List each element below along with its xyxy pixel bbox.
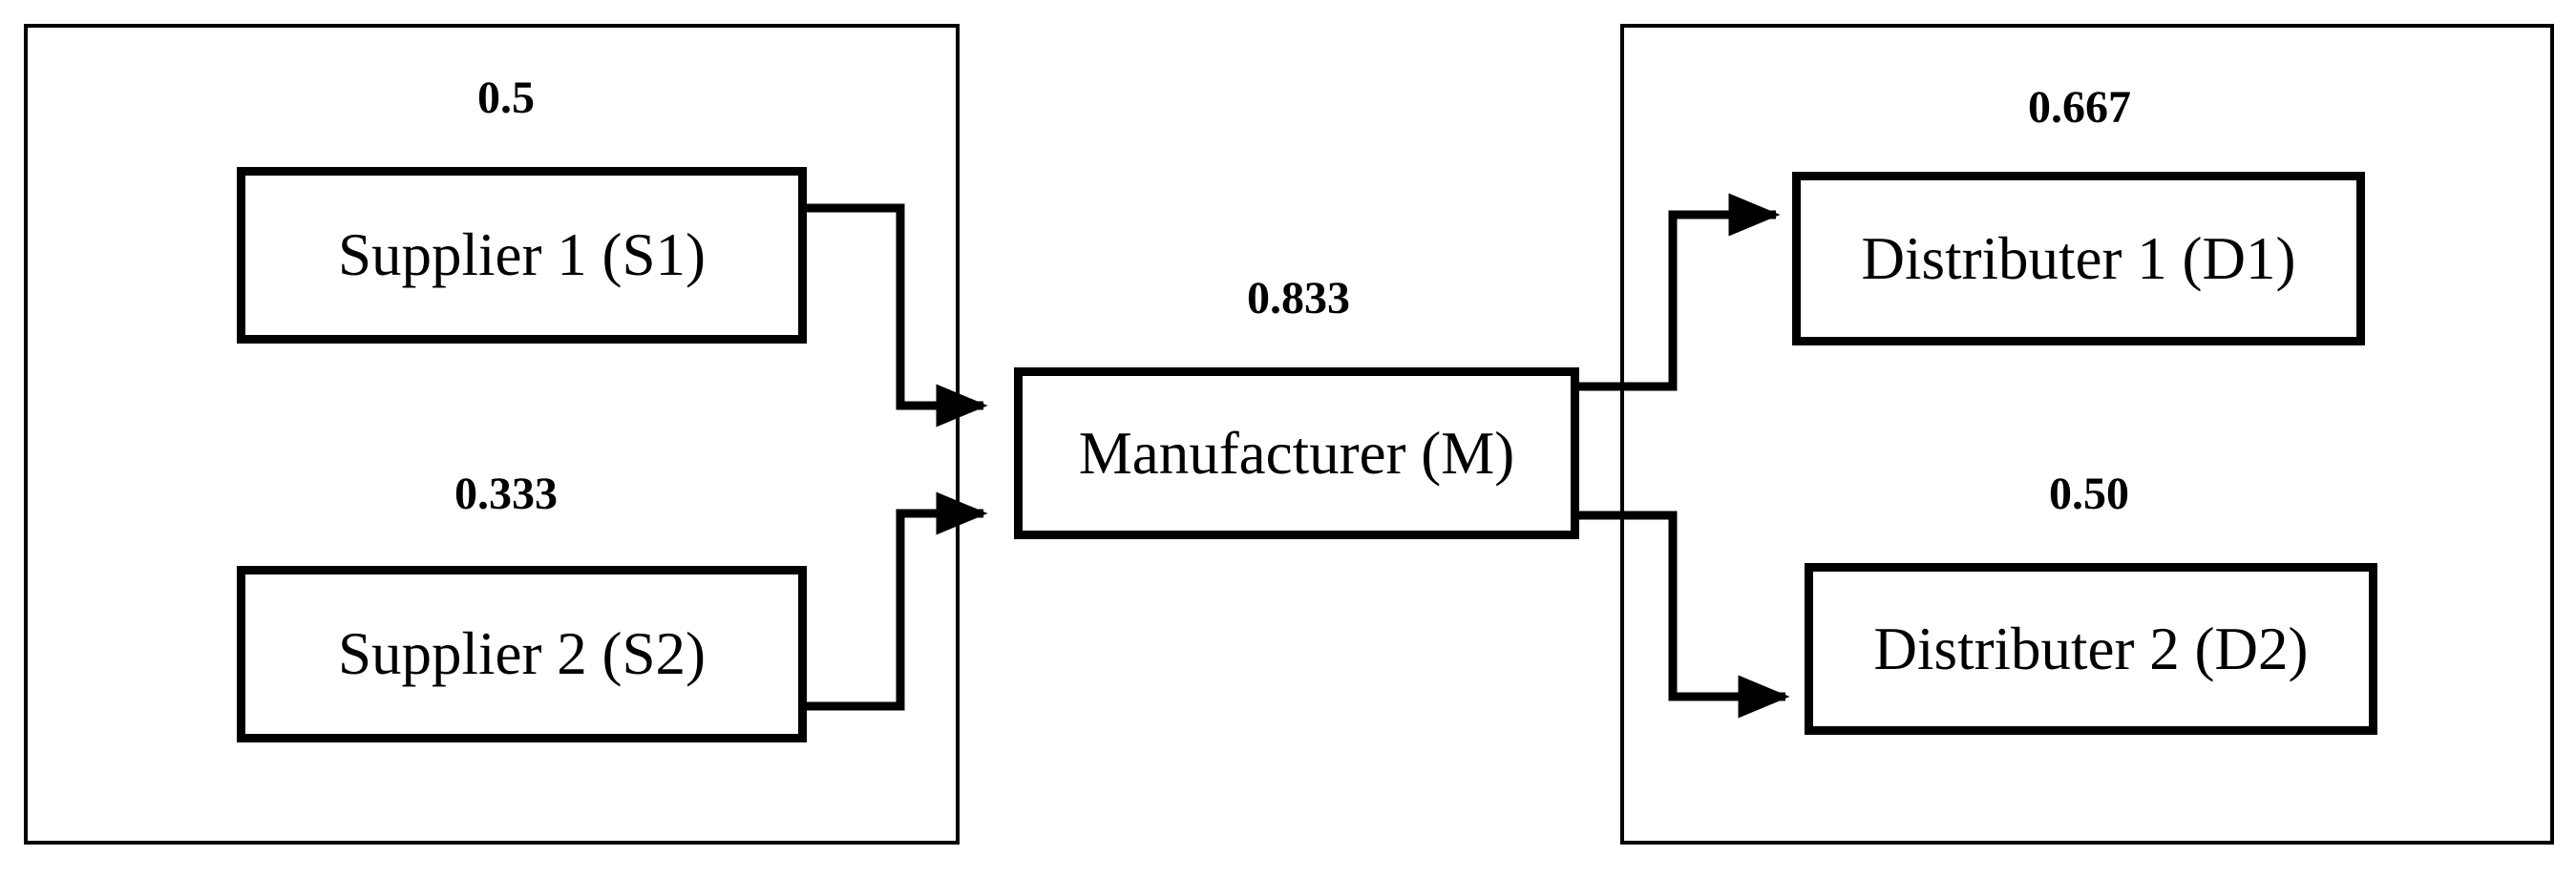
supplier2-weight: 0.333 (454, 469, 558, 519)
supplier1-weight: 0.5 (477, 73, 535, 123)
edge-m-to-d1 (1575, 193, 1781, 391)
supplier1-label: Supplier 1 (S1) (338, 221, 706, 288)
manufacturer-node: Manufacturer (M) (1014, 367, 1579, 539)
distributer1-label: Distributer 1 (D1) (1861, 224, 2296, 292)
distributer1-node: Distributer 1 (D1) (1792, 172, 2365, 345)
distributer1-weight: 0.667 (2028, 82, 2131, 133)
edge-s1-to-m (805, 203, 988, 428)
manufacturer-weight: 0.833 (1247, 273, 1350, 324)
edge-m-to-d2 (1575, 511, 1790, 719)
supplier1-node: Supplier 1 (S1) (237, 167, 807, 344)
manufacturer-label: Manufacturer (M) (1078, 419, 1515, 487)
edge-s2-to-m (805, 491, 988, 711)
distributer2-node: Distributer 2 (D2) (1805, 563, 2377, 735)
supplier2-node: Supplier 2 (S2) (237, 566, 807, 742)
distributer2-weight: 0.50 (2049, 469, 2129, 519)
distributer2-label: Distributer 2 (D2) (1873, 615, 2309, 682)
supplier2-label: Supplier 2 (S2) (338, 620, 706, 687)
